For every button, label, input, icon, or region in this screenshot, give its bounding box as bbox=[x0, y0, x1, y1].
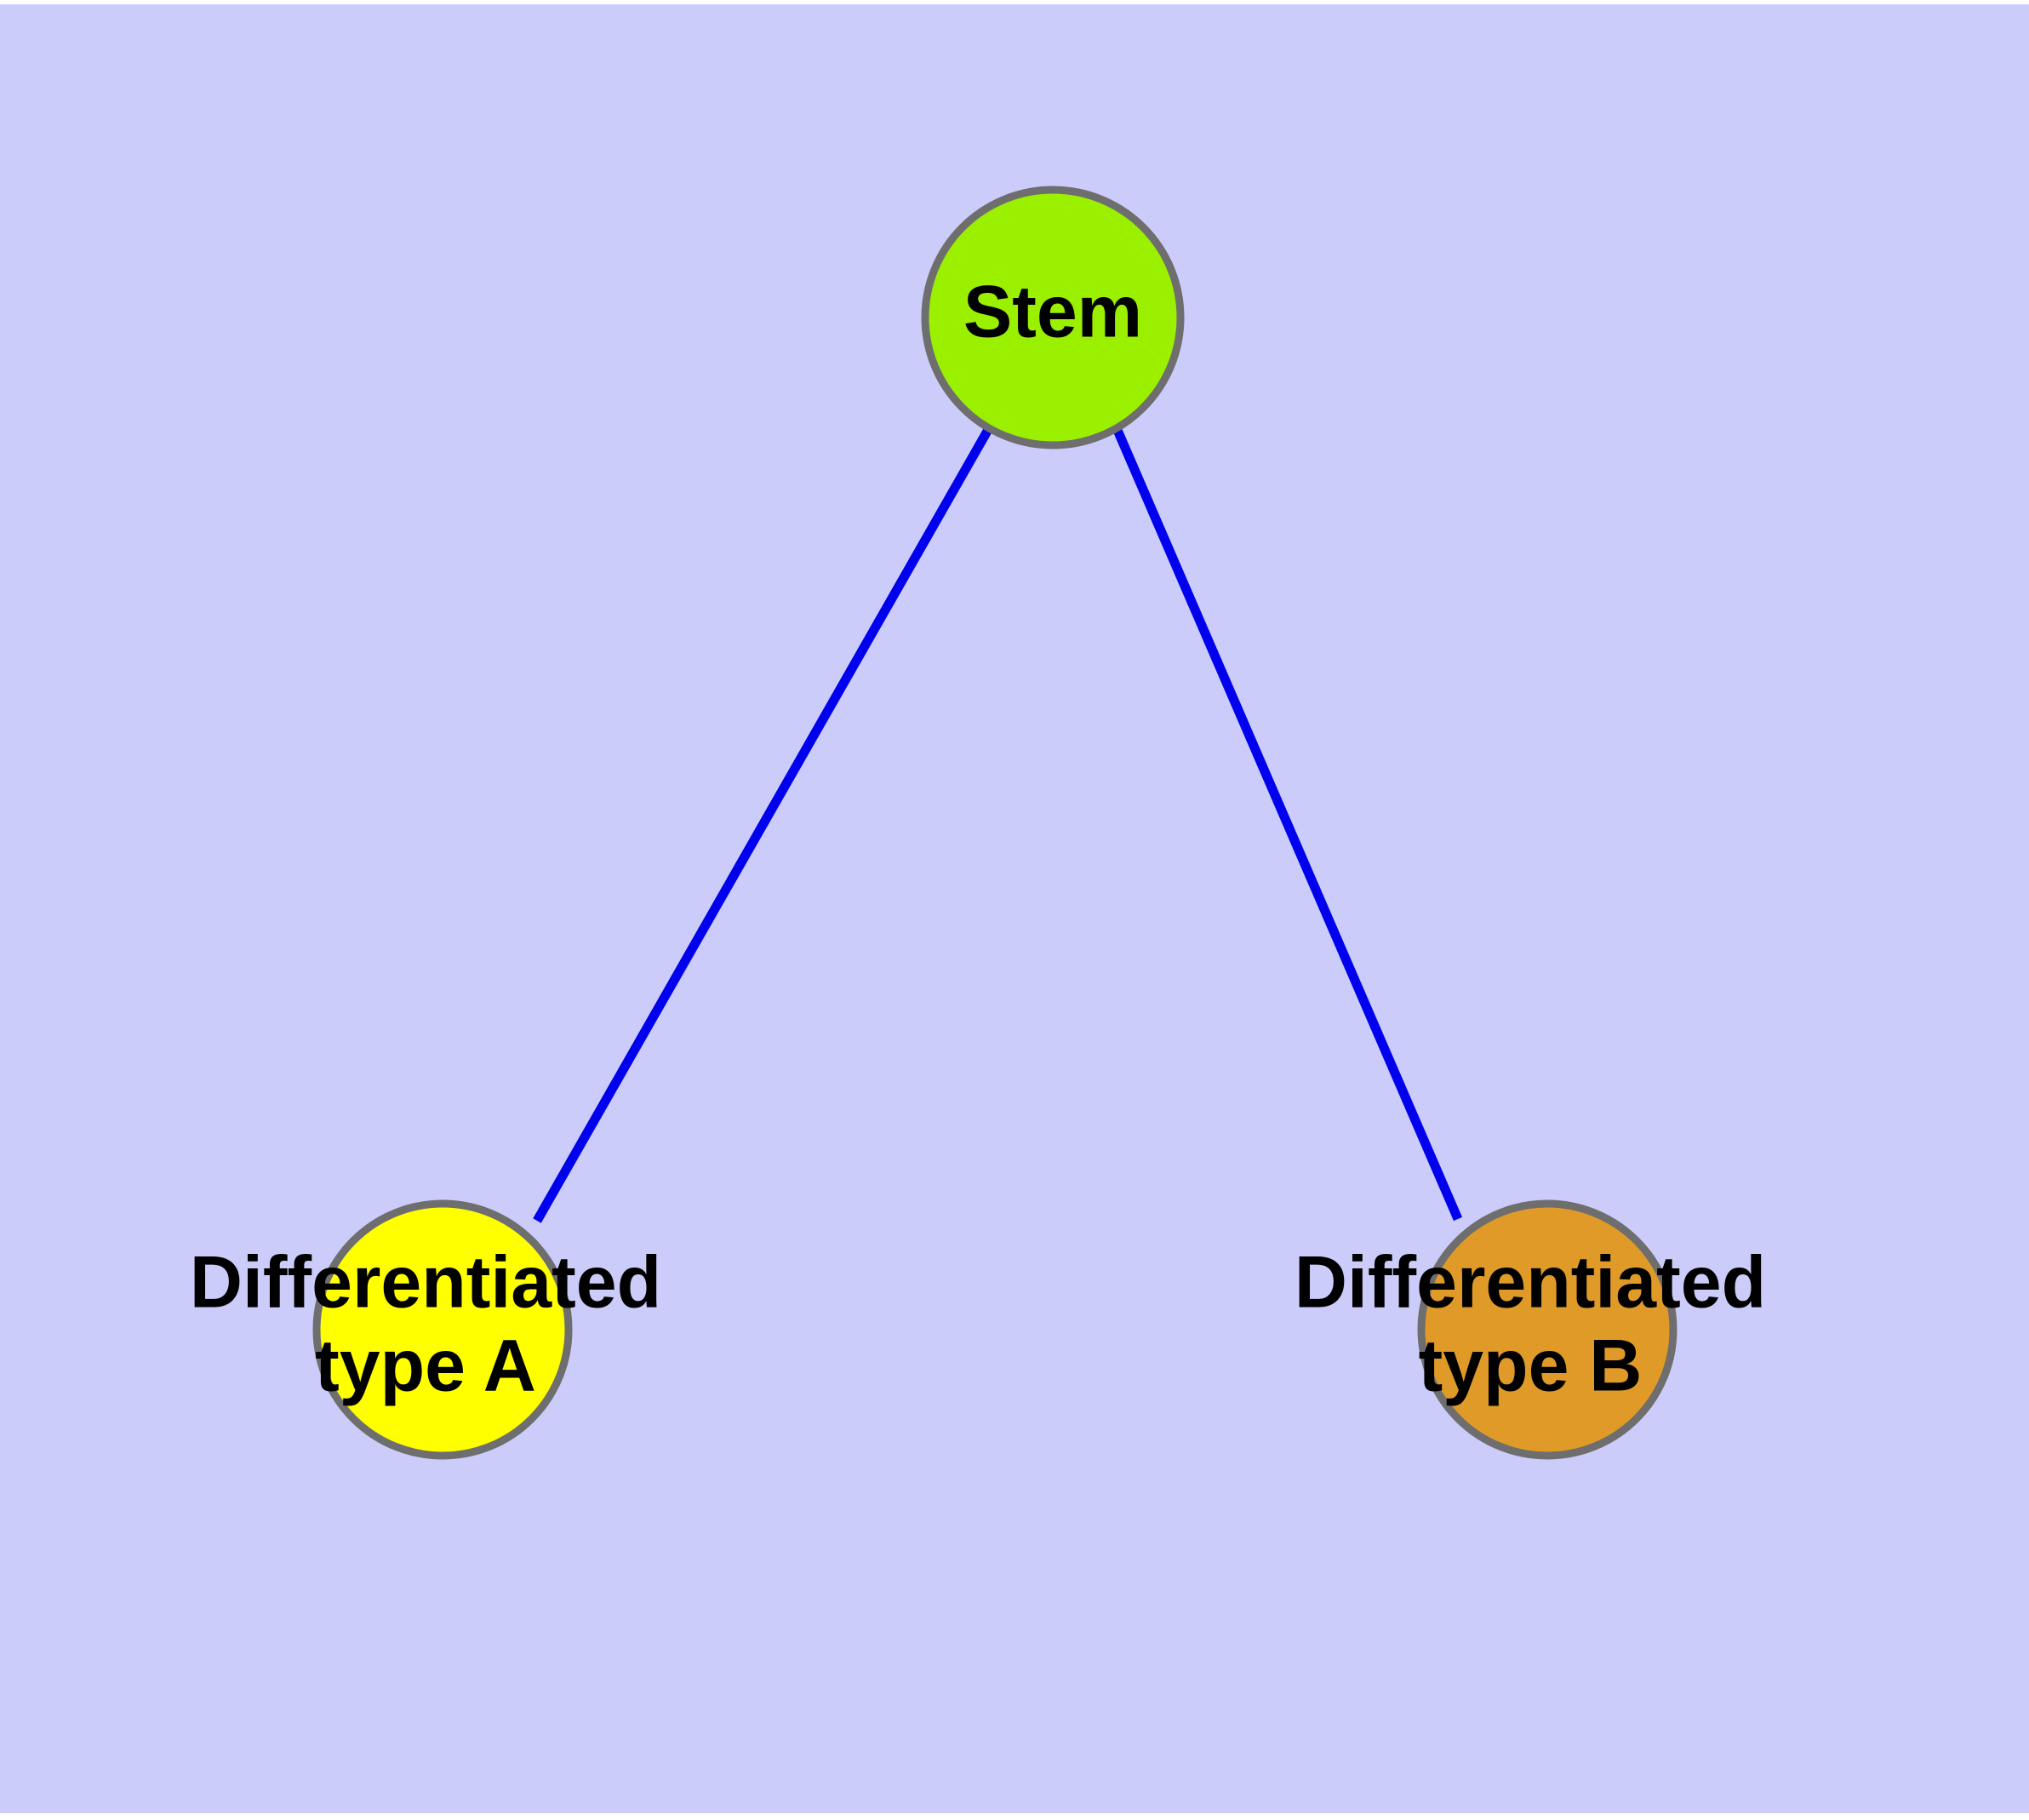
node-stem[interactable] bbox=[921, 186, 1185, 449]
node-label-stem-line-1: Stem bbox=[963, 272, 1142, 353]
node-diff_b[interactable] bbox=[1417, 1199, 1677, 1460]
edge-stem-diff_b bbox=[1112, 426, 1463, 1222]
edge-stem-diff_a bbox=[533, 426, 993, 1223]
node-label-stem: Stem bbox=[963, 272, 1142, 353]
node-label-diff_b-line-2: type B bbox=[1419, 1325, 1643, 1407]
node-label-diff_a-line-1: Differentiated bbox=[190, 1242, 661, 1324]
node-label-diff_a-line-2: type A bbox=[315, 1325, 536, 1407]
edges-layer bbox=[533, 426, 1463, 1223]
node-label-diff_b-line-1: Differentiated bbox=[1295, 1242, 1766, 1324]
nodes-layer bbox=[312, 186, 1677, 1460]
node-diff_a[interactable] bbox=[312, 1199, 573, 1460]
